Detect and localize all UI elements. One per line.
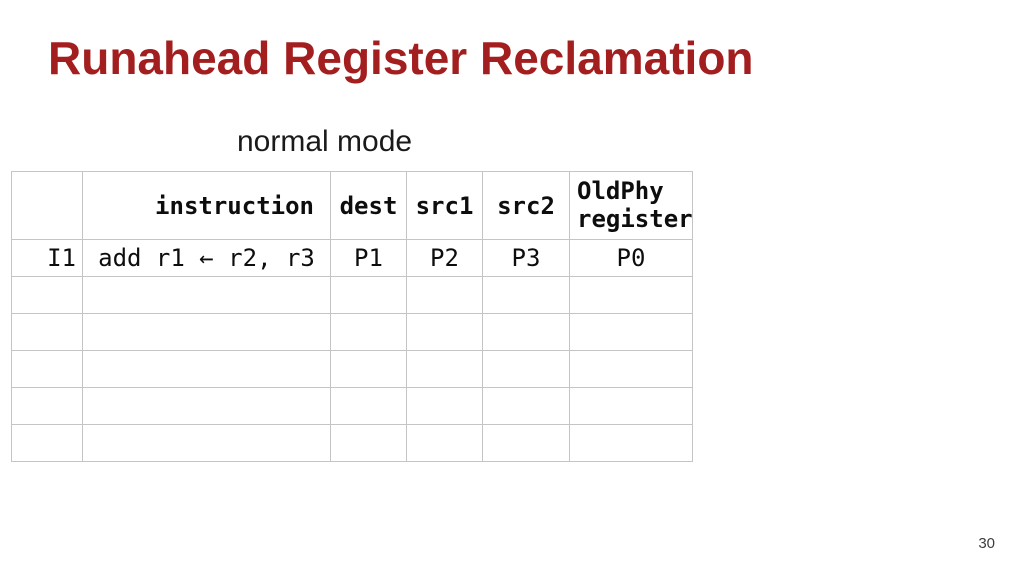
cell-dest [330, 276, 407, 314]
table-header-row: instruction dest src1 src2 OldPhy regist… [11, 171, 693, 240]
cell-oldphy-register [569, 313, 693, 351]
header-cell-oldphy-register: OldPhy register [569, 171, 693, 240]
page-number: 30 [978, 535, 995, 552]
table-row [11, 424, 693, 462]
table-row [11, 276, 693, 314]
cell-src2 [482, 313, 570, 351]
cell-src1 [406, 350, 483, 388]
cell-oldphy-register [569, 350, 693, 388]
cell-oldphy-register [569, 276, 693, 314]
cell-oldphy-register: P0 [569, 239, 693, 277]
cell-instruction-id [11, 424, 83, 462]
cell-src2 [482, 276, 570, 314]
cell-src1 [406, 276, 483, 314]
cell-instruction [82, 387, 331, 425]
cell-src1: P2 [406, 239, 483, 277]
cell-dest [330, 350, 407, 388]
cell-instruction [82, 350, 331, 388]
header-cell-src2: src2 [482, 171, 570, 240]
cell-dest: P1 [330, 239, 407, 277]
cell-dest [330, 387, 407, 425]
cell-instruction-id [11, 313, 83, 351]
header-oldphy-line2: register [577, 204, 693, 233]
cell-instruction-id: I1 [11, 239, 83, 277]
mode-label: normal mode [237, 125, 413, 158]
cell-instruction: add r1 ← r2, r3 [82, 239, 331, 277]
cell-instruction [82, 276, 331, 314]
cell-src2 [482, 424, 570, 462]
cell-instruction-id [11, 387, 83, 425]
table-row [11, 387, 693, 425]
header-cell-instruction: instruction [82, 171, 331, 240]
cell-oldphy-register [569, 424, 693, 462]
cell-instruction [82, 313, 331, 351]
cell-oldphy-register [569, 387, 693, 425]
cell-src1 [406, 424, 483, 462]
cell-instruction [82, 424, 331, 462]
header-cell-src1: src1 [406, 171, 483, 240]
cell-instruction-id [11, 350, 83, 388]
cell-src2 [482, 350, 570, 388]
table-row: I1 add r1 ← r2, r3 P1 P2 P3 P0 [11, 239, 693, 277]
cell-src2 [482, 387, 570, 425]
register-rename-table: instruction dest src1 src2 OldPhy regist… [11, 171, 693, 462]
cell-src2: P3 [482, 239, 570, 277]
cell-dest [330, 313, 407, 351]
cell-dest [330, 424, 407, 462]
cell-instruction-id [11, 276, 83, 314]
header-oldphy-line1: OldPhy [577, 177, 664, 206]
header-cell-index [11, 171, 83, 240]
header-cell-dest: dest [330, 171, 407, 240]
table-row [11, 350, 693, 388]
cell-src1 [406, 313, 483, 351]
cell-src1 [406, 387, 483, 425]
table-row [11, 313, 693, 351]
page-title: Runahead Register Reclamation [48, 32, 754, 84]
